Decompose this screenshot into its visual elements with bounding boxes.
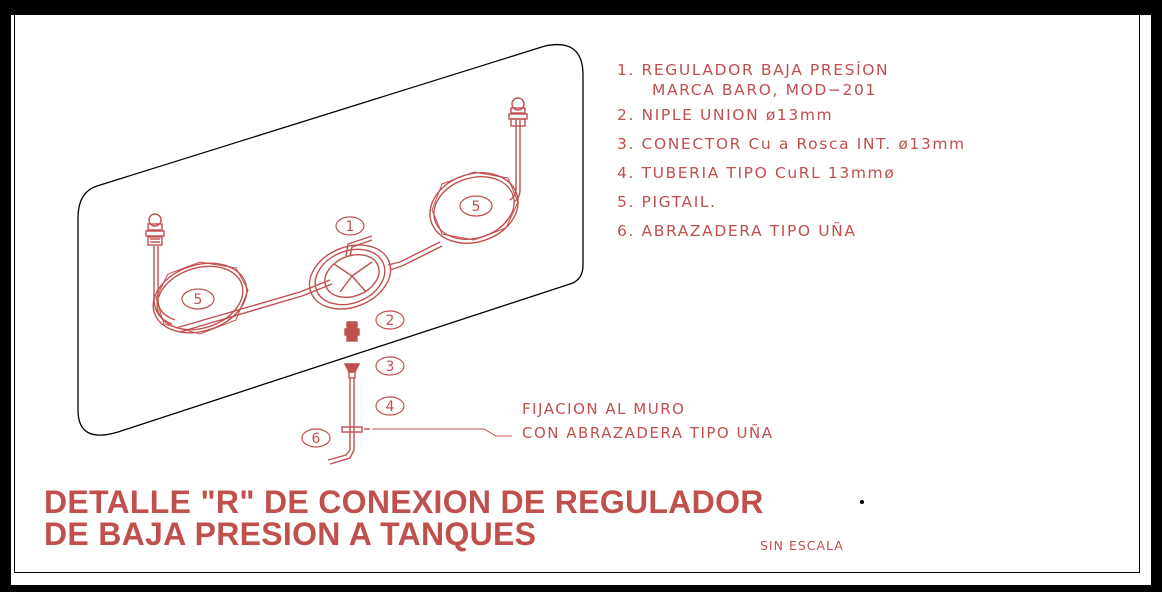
marker-3 <box>375 356 405 376</box>
clamp <box>341 426 370 433</box>
tube-right <box>399 241 443 267</box>
scale-note: SIN ESCALA <box>760 538 844 553</box>
legend-item-3: 3. CONECTOR Cu a Rosca INT. ø13mm <box>617 135 966 153</box>
legend-item-1-cont: MARCA BARO, MOD−201 <box>652 81 877 99</box>
pipe <box>327 378 355 465</box>
valve-left <box>145 213 165 246</box>
title-line-1: DETALLE "R" DE CONEXION DE REGULADOR <box>44 484 764 520</box>
part-number-5-right: 5 <box>472 199 481 215</box>
legend-item-4: 4. TUBERIA TIPO CuRL 13mmø <box>617 164 896 182</box>
marker-2 <box>375 310 405 330</box>
dot-marker <box>860 500 864 504</box>
callout-line-2: CON ABRAZADERA TIPO UÑA <box>522 424 774 442</box>
drawing-sheet <box>8 12 1154 588</box>
marker-5-right <box>459 195 493 217</box>
part-number-2: 2 <box>386 313 395 329</box>
pigtail-right <box>429 120 521 244</box>
part-number-4: 4 <box>386 399 395 415</box>
part-number-3: 3 <box>386 359 395 375</box>
legend-item-6: 6. ABRAZADERA TIPO UÑA <box>617 222 857 240</box>
part-number-1: 1 <box>346 219 355 235</box>
legend-item-5: 5. PIGTAIL. <box>617 193 717 211</box>
legend-item-2: 2. NIPLE UNION ø13mm <box>617 106 834 124</box>
marker-1 <box>335 216 365 236</box>
callout-leader <box>372 428 512 437</box>
marker-4 <box>375 396 405 416</box>
wall-panel <box>77 44 584 436</box>
drawing-inner-frame <box>14 8 1140 573</box>
nipple-union <box>344 321 360 342</box>
legend-item-1: 1. REGULADOR BAJA PRESÍON <box>617 61 890 79</box>
marker-6 <box>301 428 331 448</box>
part-number-6: 6 <box>312 431 321 447</box>
regulator <box>308 235 403 310</box>
part-markers <box>181 195 493 448</box>
title-line-2: DE BAJA PRESION A TANQUES <box>44 516 537 552</box>
valve-right <box>508 97 528 127</box>
part-number-5-left: 5 <box>194 292 203 308</box>
callout-line-1: FIJACION AL MURO <box>522 400 686 418</box>
marker-5-left <box>181 288 215 310</box>
connector <box>343 363 361 379</box>
pigtail-left <box>152 246 333 335</box>
